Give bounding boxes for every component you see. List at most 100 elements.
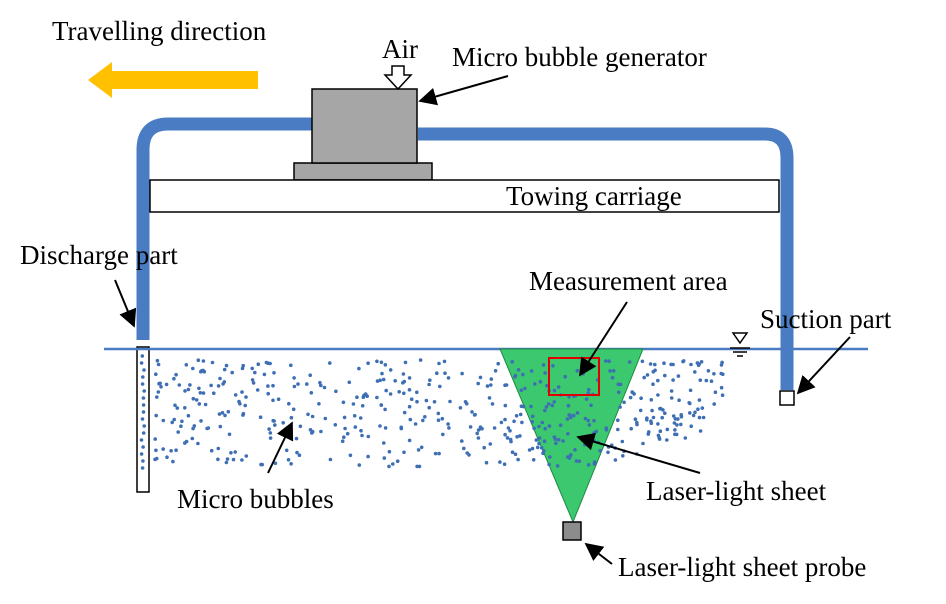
micro-bubble (399, 425, 404, 430)
micro-bubble (508, 429, 512, 433)
micro-bubble (222, 367, 227, 372)
micro-bubble (191, 396, 196, 401)
micro-bubble (485, 384, 490, 388)
micro-bubble (616, 390, 621, 395)
micro-bubble (648, 362, 653, 366)
micro-bubble (696, 407, 700, 412)
micro-bubble (531, 458, 536, 462)
micro-bubble (402, 450, 406, 455)
micro-bubble (510, 450, 515, 455)
micro-bubble (241, 363, 245, 368)
micro-bubble (583, 442, 587, 447)
micro-bubble (362, 393, 366, 398)
micro-bubble (679, 414, 684, 419)
micro-bubble (688, 401, 692, 406)
micro-bubble (518, 434, 522, 438)
micro-bubble (241, 411, 246, 416)
micro-bubble (240, 366, 245, 371)
micro-bubble (552, 388, 557, 393)
micro-bubble (629, 426, 633, 431)
micro-bubble (142, 368, 146, 372)
micro-bubble (575, 368, 580, 373)
micro-bubble (343, 426, 347, 431)
micro-bubble (180, 419, 184, 424)
micro-bubble (545, 383, 549, 388)
micro-bubble (294, 436, 299, 441)
micro-bubble (341, 400, 346, 405)
micro-bubble (706, 369, 711, 373)
micro-bubble (509, 439, 513, 444)
micro-bubble (435, 371, 439, 376)
micro-bubble (645, 418, 649, 422)
air-label: Air (382, 34, 418, 64)
micro-bubble (218, 424, 223, 429)
micro-bubble (713, 390, 718, 395)
micro-bubble (669, 396, 674, 400)
micro-bubble (492, 426, 497, 430)
micro-bubble (665, 438, 669, 442)
micro-bubble (358, 416, 363, 420)
micro-bubble (334, 389, 338, 394)
micro-bubble (427, 405, 432, 410)
micro-bubble (171, 459, 175, 464)
micro-bubble (271, 418, 276, 423)
micro-bubble (142, 424, 146, 428)
micro-bubble (577, 459, 582, 464)
micro-bubble (661, 408, 665, 412)
micro-bubble (658, 429, 663, 434)
micro-bubble (672, 421, 677, 425)
micro-bubble (230, 370, 234, 375)
micro-bubble (153, 437, 157, 441)
micro-bubble (173, 403, 177, 408)
micro-bubble (436, 411, 441, 416)
circulation-pipe (136, 117, 794, 390)
micro-bubble (604, 426, 608, 430)
micro-bubble (255, 388, 260, 392)
micro-bubble (691, 413, 696, 418)
micro-bubble (395, 459, 400, 464)
micro-bubble (348, 453, 353, 458)
micro-bubble (205, 426, 209, 431)
micro-bubble (199, 419, 203, 423)
micro-bubble (289, 462, 293, 466)
micro-bubble (224, 363, 229, 368)
micro-bubble (317, 402, 321, 406)
micro-bubble (688, 388, 693, 393)
micro-bubble (262, 372, 267, 377)
micro-bubble (289, 415, 294, 420)
micro-bubble (543, 408, 547, 413)
laser-light-sheet (499, 348, 644, 524)
micro-bubble (407, 404, 412, 409)
micro-bubble (679, 422, 683, 427)
micro-bubble (250, 378, 255, 382)
micro-bubble (503, 417, 507, 422)
micro-bubble (476, 436, 481, 440)
micro-bubble (534, 438, 539, 442)
micro-bubble (378, 424, 382, 428)
micro-bubble (589, 403, 593, 408)
micro-bubble (184, 439, 189, 444)
micro-bubble (209, 383, 213, 388)
micro-bubble (657, 437, 662, 441)
micro-bubble (437, 361, 441, 366)
micro-bubble (388, 392, 393, 396)
micro-bubble (266, 391, 271, 396)
micro-bubble (223, 413, 227, 418)
micro-bubble (586, 463, 591, 467)
micro-bubble (351, 402, 356, 406)
micro-bubble (575, 411, 580, 415)
micro-bubble (530, 414, 535, 419)
micro-bubble (656, 433, 661, 438)
micro-bubble (271, 383, 275, 388)
micro-bubble (676, 417, 680, 421)
micro-bubble (656, 422, 660, 426)
micro-bubble (353, 425, 358, 429)
micro-bubble (594, 429, 598, 434)
micro-bubble (366, 434, 371, 439)
micro-bubble (464, 401, 469, 406)
micro-bubble (375, 395, 379, 400)
micro-bubble (197, 402, 202, 406)
micro-bubble (244, 454, 249, 458)
micro-bubble (669, 389, 674, 393)
micro-bubble (387, 464, 391, 469)
